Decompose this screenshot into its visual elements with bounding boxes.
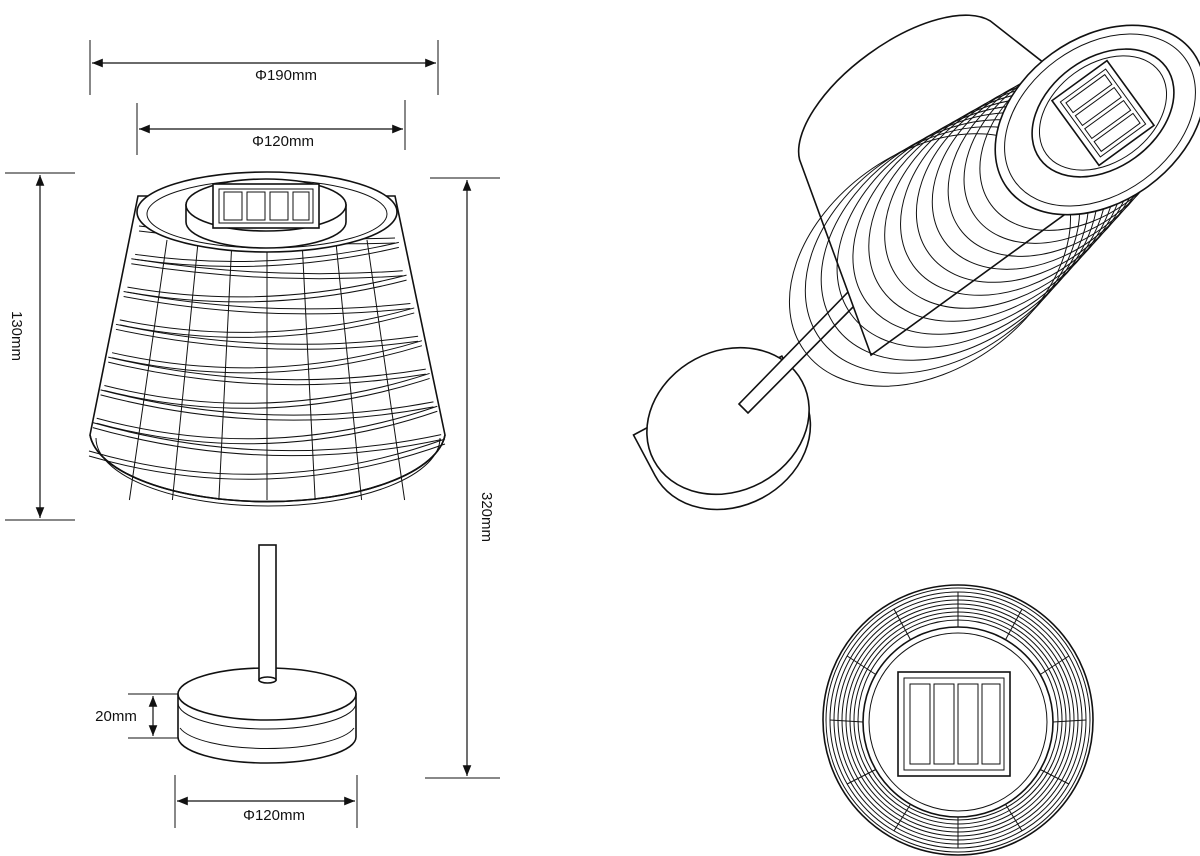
shade-top-diameter-label: Φ120mm (252, 133, 314, 150)
weave-spoke (829, 719, 864, 723)
total-height-label: 320mm (478, 492, 495, 542)
front-base (177, 667, 357, 764)
weave-rib (128, 239, 168, 501)
weave-spoke (1040, 769, 1070, 785)
top-view (822, 584, 1094, 856)
front-stem (258, 544, 277, 684)
weave-rib (366, 239, 406, 501)
perspective-solar-cap (1031, 48, 1175, 178)
weave-spoke (893, 804, 911, 832)
weave-rib (218, 239, 233, 501)
front-solar-cap (185, 178, 347, 249)
weave-spoke (846, 655, 876, 675)
weave-spoke (893, 608, 911, 640)
dimension-base-diameter: Φ120mm (174, 775, 358, 828)
weave-ring (825, 587, 1091, 853)
weave-rib (301, 239, 316, 501)
perspective-view (632, 14, 1200, 511)
shade-bottom-diameter-label: Φ190mm (255, 67, 317, 84)
weave-spoke (1005, 608, 1023, 640)
top-solar-cells (909, 683, 1001, 765)
front-shade (88, 171, 446, 507)
top-solar-panel (897, 671, 1011, 777)
weave-spoke (846, 769, 876, 785)
dimension-base-height: 20mm (95, 693, 185, 739)
perspective-solar-cells (1065, 73, 1141, 153)
perspective-shade (788, 14, 1200, 387)
weave-spoke (1040, 655, 1070, 675)
base-height-label: 20mm (95, 708, 137, 725)
dimension-shade-top-diameter: Φ120mm (136, 100, 406, 155)
base-diameter-label: Φ120mm (243, 807, 305, 824)
weave-spoke (1052, 719, 1087, 723)
shade-height-label: 130mm (8, 311, 25, 361)
weave-spoke (1005, 804, 1023, 832)
front-view: Φ190mm Φ120mm 130mm 320mm 20 (5, 40, 500, 828)
weave-rib (171, 239, 199, 501)
front-solar-cells (223, 191, 310, 221)
dimension-total-height: 320mm (425, 177, 500, 779)
dimension-shade-height: 130mm (5, 172, 75, 521)
dimension-shade-bottom-diameter: Φ190mm (89, 40, 439, 95)
weave-rib (335, 239, 363, 501)
